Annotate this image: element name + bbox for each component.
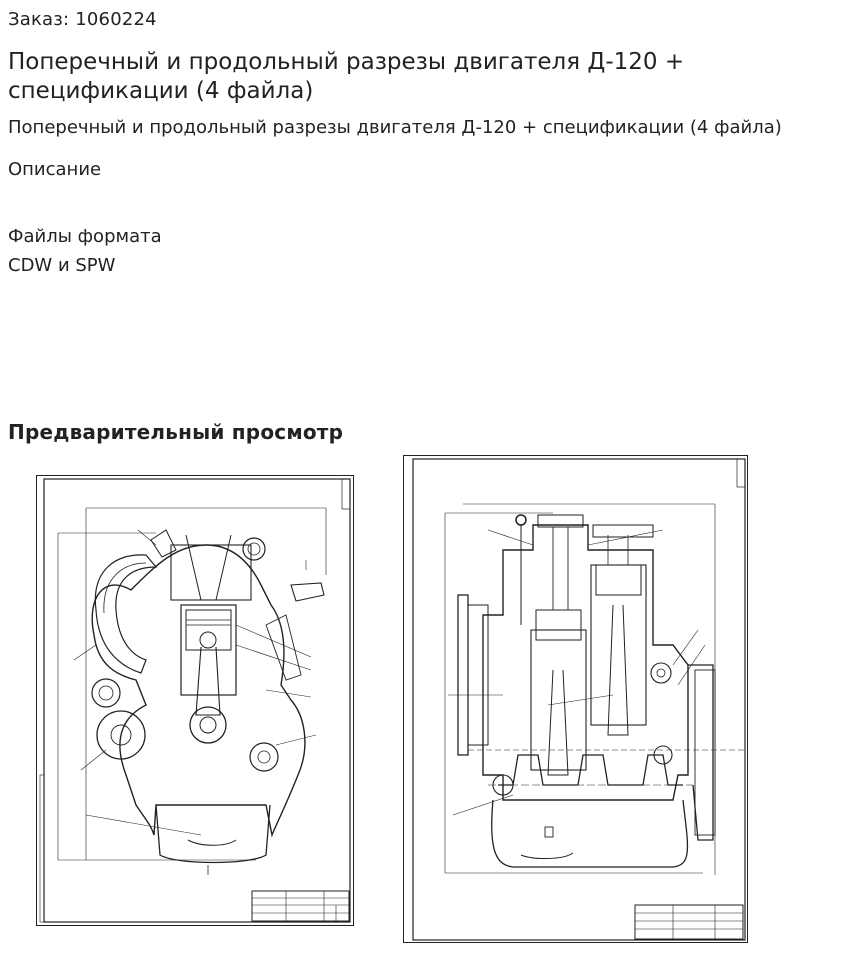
- order-number: 1060224: [75, 9, 157, 30]
- page-subtitle: Поперечный и продольный разрезы двигател…: [8, 117, 782, 138]
- description-text: Файлы формата CDW и SPW: [8, 222, 162, 280]
- description-line-2: CDW и SPW: [8, 255, 116, 276]
- order-label: Заказ:: [8, 9, 70, 30]
- page-title: Поперечный и продольный разрезы двигател…: [8, 49, 685, 104]
- description-line-1: Файлы формата: [8, 226, 162, 247]
- preview-image-longitudinal-section[interactable]: [403, 455, 748, 943]
- order-line: Заказ: 1060224: [8, 9, 157, 31]
- preview-heading: Предварительный просмотр: [8, 420, 344, 444]
- preview-image-cross-section[interactable]: [36, 475, 354, 926]
- description-heading: Описание: [8, 159, 102, 180]
